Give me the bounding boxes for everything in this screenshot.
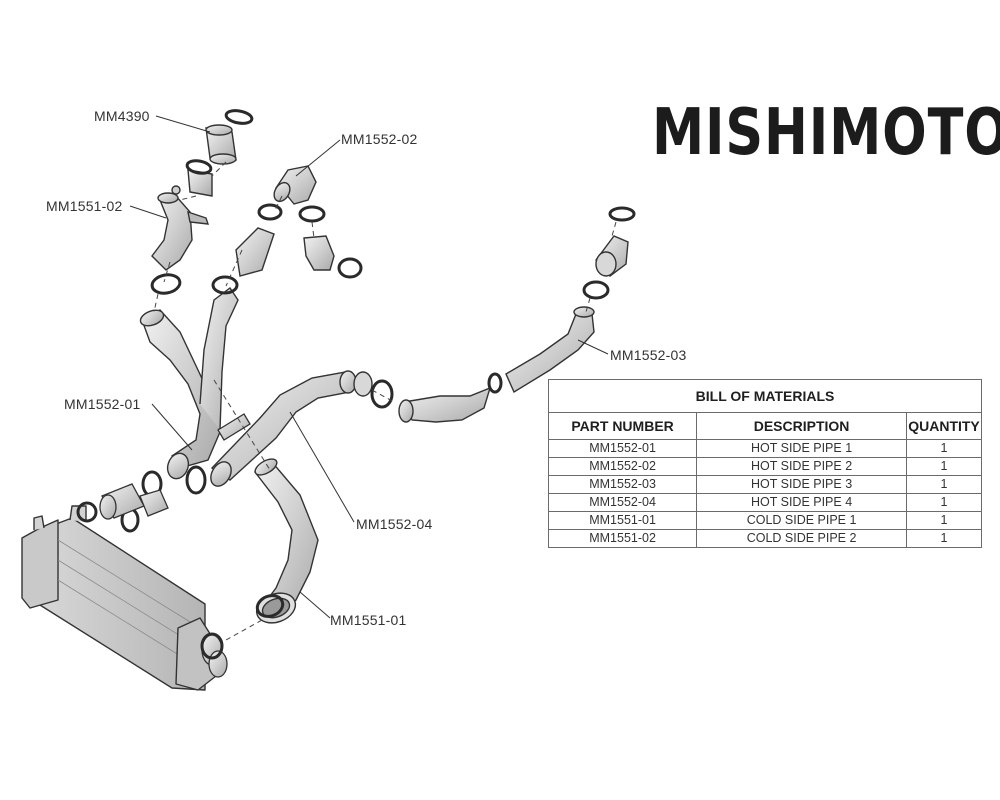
coupler-center [217,413,251,441]
callout-mm1552-01: MM1552-01 [64,396,141,412]
pipe-mm1552-02 [235,165,335,277]
intercooler-end-tank [21,519,59,609]
bom-part-number: MM1552-01 [547,439,698,458]
bom-description: COLD SIDE PIPE 1 [696,511,908,530]
callout-mm4390: MM4390 [94,108,150,124]
bom-title-row: BILL OF MATERIALS [548,379,982,413]
intercooler [21,505,217,691]
callout-mm1551-02: MM1551-02 [46,198,123,214]
bom-quantity: 1 [906,439,982,458]
bom-description: HOT SIDE PIPE 3 [696,475,908,494]
pipe-mm1552-04 [210,370,373,487]
callout-mm1551-01: MM1551-01 [330,612,407,628]
bom-quantity: 1 [906,511,982,530]
bom-description: HOT SIDE PIPE 4 [696,493,908,512]
table-row: MM1551-01 COLD SIDE PIPE 1 1 [547,511,982,530]
bom-header-quantity: QUANTITY [906,412,982,440]
bill-of-materials-table: BILL OF MATERIALS PART NUMBER DESCRIPTIO… [547,379,982,548]
callout-mm1552-04: MM1552-04 [356,516,433,532]
bom-quantity: 1 [906,529,982,548]
coupler-mm4390 [187,124,237,197]
pipe-mm1552-01 [139,286,239,480]
pipe-mm1551-02 [151,185,210,271]
couplers-small [99,483,169,520]
callout-mm1552-03: MM1552-03 [610,347,687,363]
bom-description: HOT SIDE PIPE 1 [696,439,908,458]
bom-part-number: MM1551-02 [547,529,698,548]
bom-part-number: MM1551-01 [547,511,698,530]
bom-quantity: 1 [906,457,982,476]
table-row: MM1552-02 HOT SIDE PIPE 2 1 [547,457,982,476]
assembly-guide-lines [153,161,617,641]
bom-part-number: MM1552-02 [547,457,698,476]
bom-header-part-number: PART NUMBER [547,412,698,440]
brand-logo: MISHIMOTO [652,96,1000,170]
bom-quantity: 1 [906,475,982,494]
bom-header-description: DESCRIPTION [696,412,908,440]
table-row: MM1552-01 HOT SIDE PIPE 1 1 [547,439,982,458]
table-row: MM1552-04 HOT SIDE PIPE 4 1 [547,493,982,512]
leader-lines [129,115,609,619]
pipe-mm1551-01 [253,458,319,624]
callout-mm1552-02: MM1552-02 [341,131,418,147]
bom-description: HOT SIDE PIPE 2 [696,457,908,476]
bom-description: COLD SIDE PIPE 2 [696,529,908,548]
table-row: MM1551-02 COLD SIDE PIPE 2 1 [547,529,982,548]
table-row: MM1552-03 HOT SIDE PIPE 3 1 [547,475,982,494]
bom-quantity: 1 [906,493,982,512]
pipe-mm1552-03 [398,235,629,423]
bom-part-number: MM1552-04 [547,493,698,512]
bom-header-row: PART NUMBER DESCRIPTION QUANTITY [547,412,982,440]
bom-title: BILL OF MATERIALS [548,379,982,413]
bom-part-number: MM1552-03 [547,475,698,494]
